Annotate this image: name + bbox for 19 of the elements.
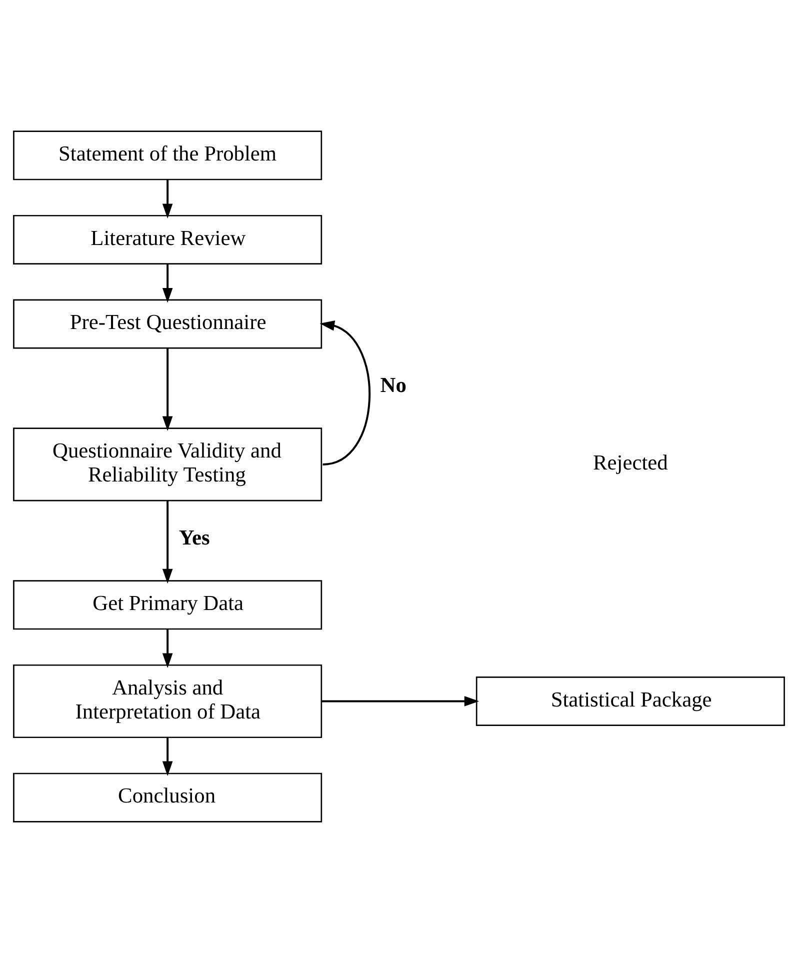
node-box: Analysis and Interpretation of Data [13, 664, 322, 738]
node-box: Literature Review [13, 214, 322, 264]
node-box: Conclusion [13, 772, 322, 822]
arrow [162, 180, 173, 218]
node-box: Statement of the Problem [13, 130, 322, 180]
node-box: Get Primary Data [13, 580, 322, 630]
node-box: Statistical Package [476, 676, 785, 726]
arrow [162, 629, 173, 668]
edge-label: Yes [178, 525, 210, 550]
arrow [322, 696, 480, 706]
edge-label: No [380, 372, 406, 397]
arrow [162, 737, 173, 776]
arrow [162, 500, 173, 584]
arrow [162, 348, 173, 431]
node-box: Questionnaire Validity and Reliability Testing [13, 428, 322, 502]
arrow [162, 264, 173, 303]
arrow [320, 320, 370, 466]
label: Rejected [593, 450, 668, 475]
node-box: Pre-Test Questionnaire [13, 299, 322, 349]
